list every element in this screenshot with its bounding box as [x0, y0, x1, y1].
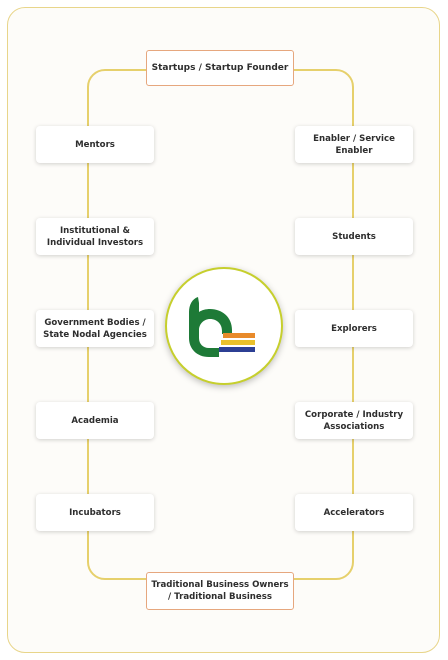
node-corporate-associations: Corporate / Industry Associations	[295, 402, 413, 439]
node-explorers: Explorers	[295, 310, 413, 347]
node-accelerators: Accelerators	[295, 494, 413, 531]
node-government-bodies: Government Bodies / State Nodal Agencies	[36, 310, 154, 347]
node-incubators: Incubators	[36, 494, 154, 531]
logo-yellow-stripe	[221, 340, 255, 345]
logo-orange-stripe	[223, 333, 255, 338]
node-enablers: Enabler / Service Enabler	[295, 126, 413, 163]
node-mentors: Mentors	[36, 126, 154, 163]
center-logo	[165, 267, 283, 385]
logo-blue-stripe	[219, 347, 255, 352]
node-academia: Academia	[36, 402, 154, 439]
node-traditional-business: Traditional Business Owners / Traditiona…	[146, 572, 294, 610]
node-students: Students	[295, 218, 413, 255]
stylized-b-leaf-logo-icon	[189, 297, 255, 357]
logo-green-b	[189, 297, 232, 357]
node-startups: Startups / Startup Founder	[146, 50, 294, 86]
node-investors: Institutional & Individual Investors	[36, 218, 154, 255]
